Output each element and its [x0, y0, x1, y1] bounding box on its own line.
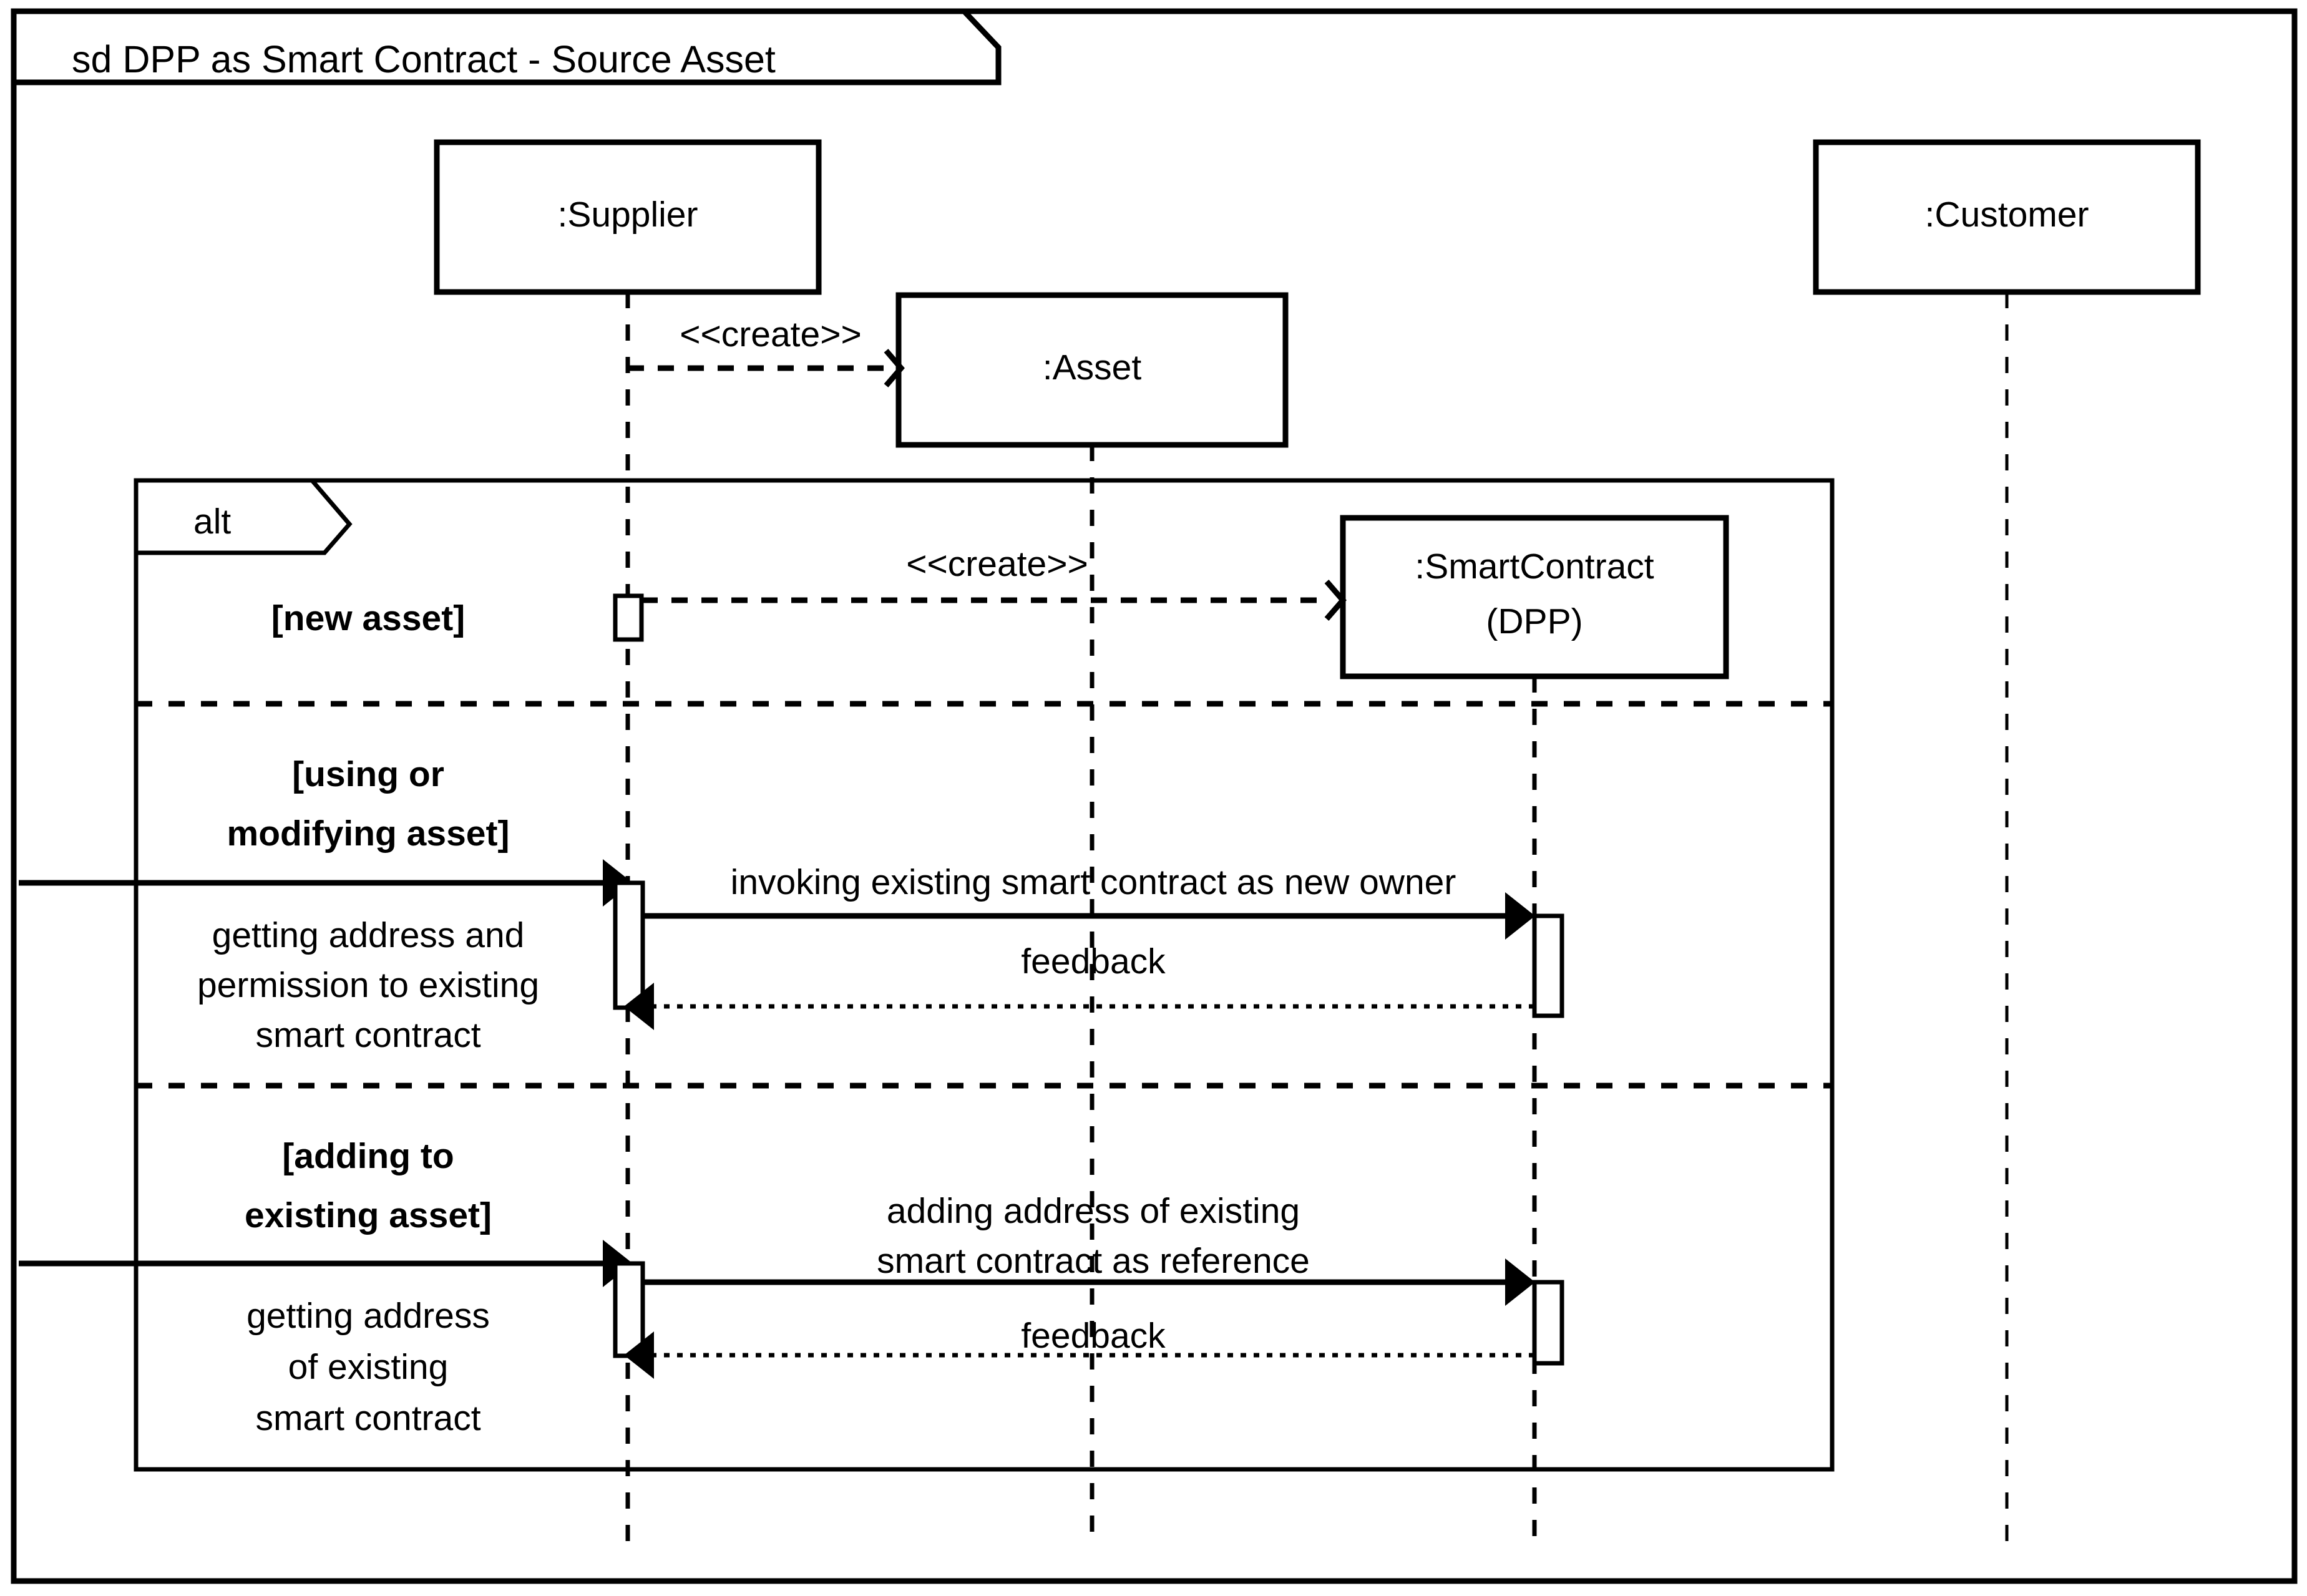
activation-supplier-operand-2: [613, 880, 645, 1010]
message-label-found-2-line-2: of existing: [288, 1347, 449, 1387]
message-label-found-2-line-3: smart contract: [255, 1398, 480, 1438]
message-label-adding-line-2: smart contract as reference: [877, 1241, 1310, 1281]
message-invoking-existing-smart-contract: [643, 892, 1535, 940]
message-label-create-asset: <<create>>: [680, 314, 862, 354]
lifeline-label-smartcontract: :SmartContract: [1415, 547, 1654, 586]
operand-guard-2-line-1: [using or: [292, 754, 444, 794]
fragment-operator-label: alt: [193, 502, 231, 542]
operand-guard-1: [new asset]: [271, 598, 465, 638]
message-label-found-1-line-1: getting address and: [212, 915, 525, 955]
operand-guard-3-line-1: [adding to: [282, 1136, 454, 1176]
lifeline-label-customer: :Customer: [1925, 195, 2089, 235]
message-label-found-2-line-1: getting address: [246, 1296, 490, 1336]
message-label-feedback-1: feedback: [1021, 942, 1166, 981]
message-label-invoking: invoking existing smart contract as new …: [731, 862, 1456, 902]
lifeline-label-supplier: :Supplier: [558, 195, 698, 235]
message-feedback-operand-3: [624, 1331, 1534, 1379]
lifeline-head-smartcontract: [1340, 515, 1729, 679]
lifeline-label-smartcontract-sub: (DPP): [1486, 601, 1583, 641]
frame-title-tab: [11, 8, 1002, 85]
operand-guard-2-line-2: modifying asset]: [227, 814, 510, 854]
message-label-feedback-2: feedback: [1021, 1316, 1166, 1356]
combined-fragment-alt: [134, 478, 1835, 1472]
message-feedback-operand-2: [624, 983, 1534, 1030]
activation-smartcontract-operand-2: [1532, 913, 1564, 1018]
operand-guard-3-line-2: existing asset]: [245, 1195, 492, 1235]
activation-supplier-operand-3: [613, 1261, 645, 1358]
lifeline-head-customer: [1813, 139, 2201, 295]
message-create-asset: [628, 349, 905, 387]
activation-supplier-new-asset: [613, 593, 644, 642]
message-label-found-1-line-2: permission to existing: [197, 965, 539, 1005]
lifeline-label-asset: :Asset: [1043, 348, 1142, 387]
lifeline-head-asset: [895, 292, 1289, 448]
message-label-found-1-line-3: smart contract: [255, 1015, 480, 1055]
message-label-create-smartcontract: <<create>>: [906, 544, 1088, 584]
message-create-smartcontract: [641, 580, 1347, 621]
message-label-adding-line-1: adding address of existing: [887, 1191, 1300, 1231]
frame-title: sd DPP as Smart Contract - Source Asset: [72, 38, 776, 80]
message-adding-address-reference: [643, 1258, 1535, 1306]
activation-smartcontract-operand-3: [1532, 1280, 1564, 1366]
